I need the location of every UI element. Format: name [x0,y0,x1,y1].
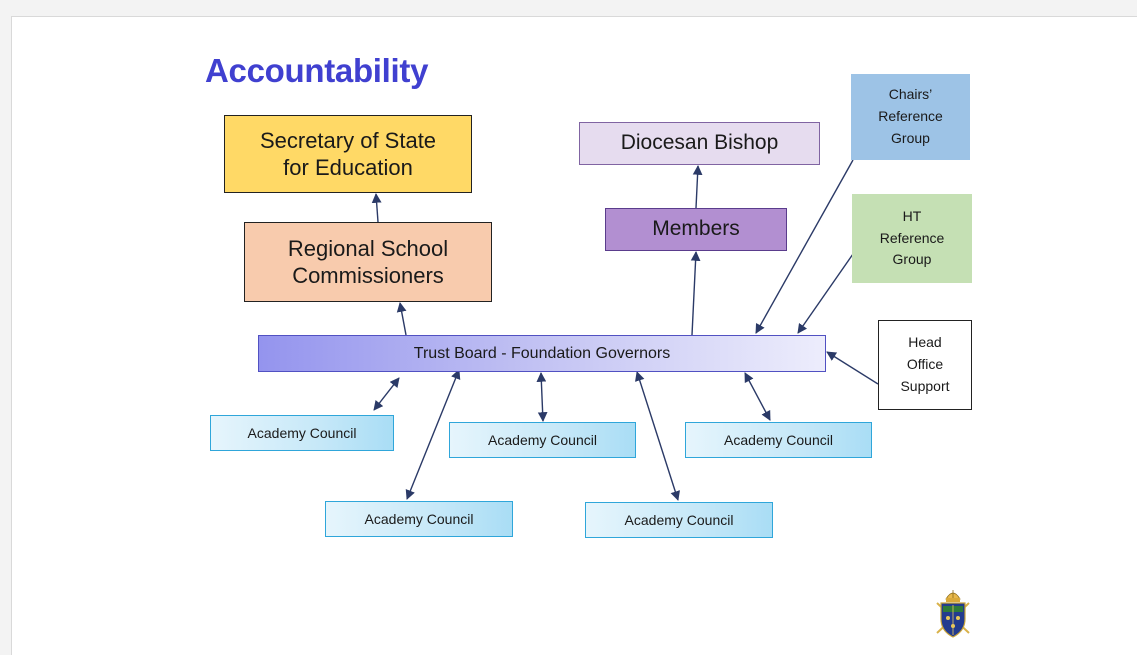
ht-reference-group-box: HT Reference Group [852,194,972,283]
diocesan-bishop-box: Diocesan Bishop [579,122,820,165]
trust-board-box: Trust Board - Foundation Governors [258,335,826,372]
chairs-reference-group-box: Chairs’ Reference Group [851,74,970,160]
regional-commissioners-box: Regional School Commissioners [244,222,492,302]
page-title: Accountability [205,52,429,89]
academy-council-box: Academy Council [210,415,394,451]
academy-council-box: Academy Council [685,422,872,458]
members-box: Members [605,208,787,251]
secretary-of-state-box: Secretary of State for Education [224,115,472,193]
academy-council-box: Academy Council [325,501,513,537]
diocesan-crest-icon [936,590,970,638]
academy-council-box: Academy Council [449,422,636,458]
academy-council-box: Academy Council [585,502,773,538]
head-office-support-box: Head Office Support [878,320,972,410]
